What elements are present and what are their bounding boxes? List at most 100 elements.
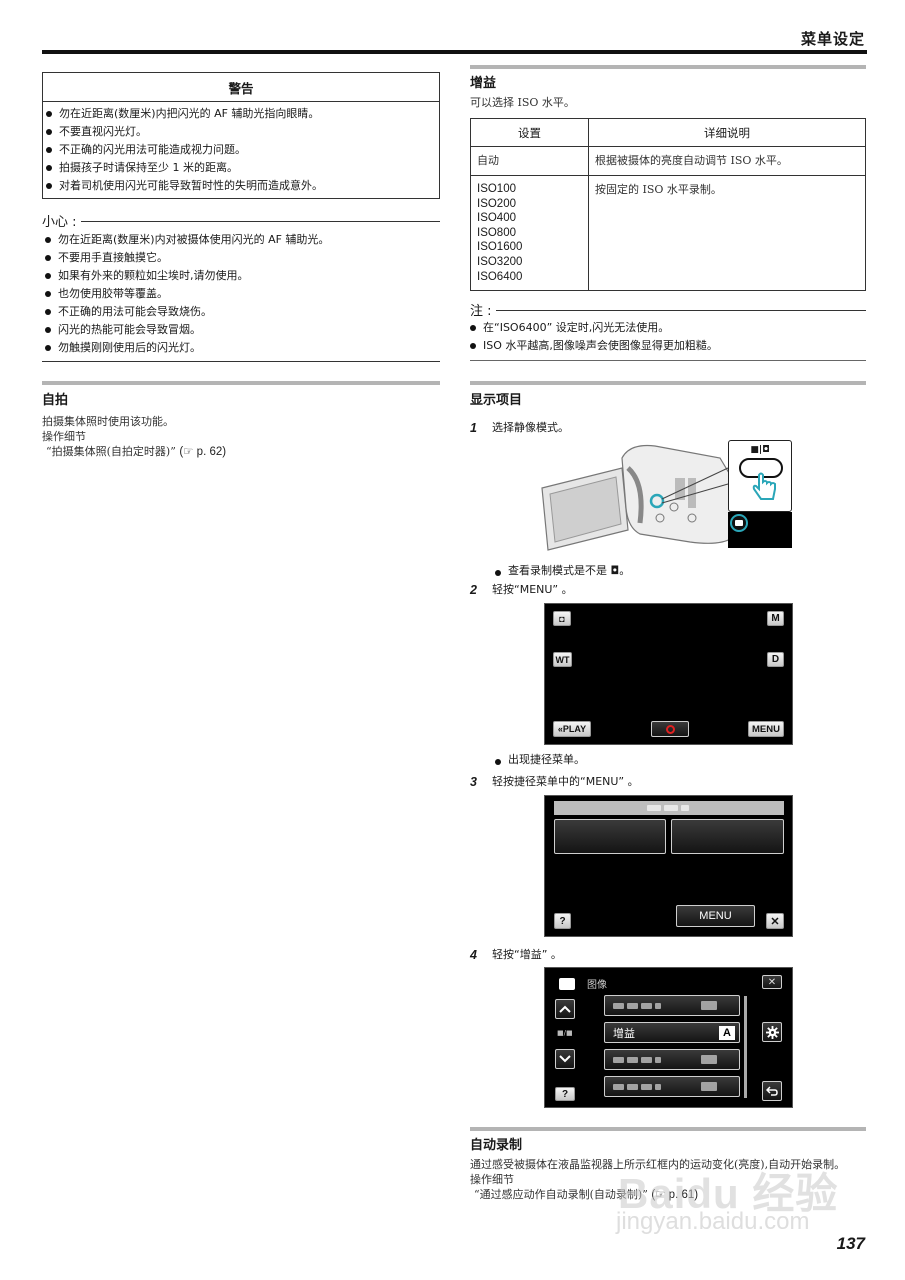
menu-header-label: 图像 [587,980,607,992]
gain-desc: 可以选择 ISO 水平。 [470,96,575,109]
page-indicator: ■/■ [557,1029,573,1038]
camcorder-icon [541,445,733,551]
step-1: 1 选择静像模式。 [470,421,569,436]
gain-value-badge: A [719,1025,735,1040]
mode-label: ■|◘ [750,445,770,456]
bullet-icon [46,129,52,135]
list-item: ISO 水平越高,图像噪声会使图像显得更加粗糙。 [470,337,866,355]
self-timer-title: 自拍 [42,393,69,408]
bullet-icon [45,255,51,261]
chevron-down-icon [559,1055,571,1063]
bullet-icon [45,237,51,243]
divider [80,221,440,222]
record-button[interactable] [651,721,689,738]
details-label: 操作细节 [42,430,86,443]
page-number: 137 [836,1234,865,1253]
bullet-icon [46,111,52,117]
section-bar [470,65,866,69]
section-bar [470,381,866,386]
auto-record-link[interactable]: “通过感应动作自动录制(自动录制)” (☞ p. 61) [474,1188,699,1202]
camera-mode-icon [730,514,748,533]
bullet-icon [470,325,476,332]
display-button[interactable]: D [767,652,784,668]
table-row: ISO100 ISO200 ISO400 ISO800 ISO1600 ISO3… [470,174,866,292]
list-item: 也勿使用胶带等覆盖。 [42,285,440,303]
section-bar [42,381,440,385]
list-item: 勿在近距离(数厘米)内对被摄体使用闪光的 AF 辅助光。 [42,231,440,249]
step-4: 4 轻按“增益” 。 [470,948,562,963]
watermark-url: jingyan.baidu.com [616,1208,810,1235]
settings-button[interactable] [762,1022,782,1043]
self-timer-link[interactable]: “拍摄集体照(自拍定时器)” (☞ p. 62) [46,445,227,458]
step-2-note: 出现捷径菜单。 [492,751,866,767]
list-item: 不要直视闪光灯。 [43,123,439,141]
menu-title-bar [554,801,784,816]
page-ref-link[interactable]: (☞ p. 62) [179,446,227,458]
menu-item-gain[interactable]: 增益 A [604,1022,740,1044]
zoom-wt-button[interactable]: WT [553,652,572,668]
gain-title: 增益 [470,76,497,91]
left-column: 警告 勿在近距离(数厘米)内把闪光的 AF 辅助光指向眼睛。 不要直视闪光灯。 … [42,72,440,460]
list-item: 不正确的用法可能会导致烧伤。 [42,303,440,321]
menu-button[interactable]: MENU [676,905,755,928]
camera-icon [559,978,575,991]
bullet-icon [470,343,476,350]
scrollbar[interactable] [744,996,747,1099]
note-heading: 注 : [470,300,866,319]
bullet-icon [45,291,51,297]
caution-heading: 小心 : [42,211,440,230]
list-item: 对着司机使用闪光可能导致暂时性的失明而造成意外。 [43,177,439,195]
list-item: 如果有外来的颗粒如尘埃时,请勿使用。 [42,267,440,285]
page-header-title: 菜单设定 [800,30,865,48]
auto-record-desc: 通过感受被摄体在液晶监视器上所示红框内的运动变化(亮度),自动开始录制。 [470,1158,846,1172]
step-2: 2 轻按“MENU” 。 [470,583,573,598]
bullet-icon [45,309,51,315]
details-label: 操作细节 [470,1173,514,1187]
close-button[interactable]: ✕ [762,975,782,990]
bullet-icon [45,273,51,279]
close-button[interactable]: ✕ [766,913,784,930]
image-menu-screen: 图像 ✕ ■/■ ? 增益 A [544,967,793,1109]
mode-indicator [728,512,792,549]
shortcut-menu-screen: ? MENU ✕ [544,795,793,938]
menu-button[interactable]: MENU [748,721,784,738]
back-button[interactable] [762,1081,782,1102]
shortcut-screen: ◘ M WT D «PLAY MENU [544,603,793,746]
scroll-up-button[interactable] [555,999,575,1020]
section-bar [470,1127,866,1132]
list-item: 拍摄孩子时请保持至少 1 米的距离。 [43,159,439,177]
shortcut-slot-1[interactable] [554,819,666,855]
scroll-down-button[interactable] [555,1049,575,1070]
list-item: 闪光的热能可能会导致冒烟。 [42,321,440,339]
camera-illustration: ■|◘ [470,438,792,556]
display-items-title: 显示项目 [470,393,523,409]
bullet-icon [46,147,52,153]
record-icon [665,724,675,734]
menu-item[interactable] [604,995,740,1017]
chevron-up-icon [559,1005,571,1013]
auto-record-title: 自动录制 [470,1138,523,1154]
return-arrow-icon [766,1086,778,1096]
help-button[interactable]: ? [555,1087,575,1102]
table-header: 设置 [470,118,589,147]
note-list: 在“ISO6400” 设定时,闪光无法使用。 ISO 水平越高,图像噪声会使图像… [470,319,866,362]
list-item: 勿触摸刚刚使用后的闪光灯。 [42,339,440,357]
step-3: 3 轻按捷径菜单中的“MENU” 。 [470,775,639,790]
play-button[interactable]: «PLAY [553,721,591,738]
page-ref-link[interactable]: (☞ p. 61) [651,1189,699,1202]
warning-list: 勿在近距离(数厘米)内把闪光的 AF 辅助光指向眼睛。 不要直视闪光灯。 不正确… [43,102,439,198]
bullet-icon [46,165,52,171]
warning-box: 警告 勿在近距离(数厘米)内把闪光的 AF 辅助光指向眼睛。 不要直视闪光灯。 … [42,72,440,199]
manual-button[interactable]: M [767,611,784,627]
menu-item[interactable] [604,1076,740,1098]
table-header: 详细说明 [588,118,866,147]
warning-title: 警告 [43,73,439,102]
camera-mode-button[interactable]: ◘ [553,611,571,627]
help-button[interactable]: ? [554,913,571,930]
list-item: 在“ISO6400” 设定时,闪光无法使用。 [470,319,866,337]
step-1-note: 查看录制模式是不是 ◘。 [492,562,866,578]
shortcut-slot-2[interactable] [671,819,784,855]
mode-callout: ■|◘ [728,440,792,513]
gear-icon [765,1025,779,1039]
menu-item[interactable] [604,1049,740,1071]
